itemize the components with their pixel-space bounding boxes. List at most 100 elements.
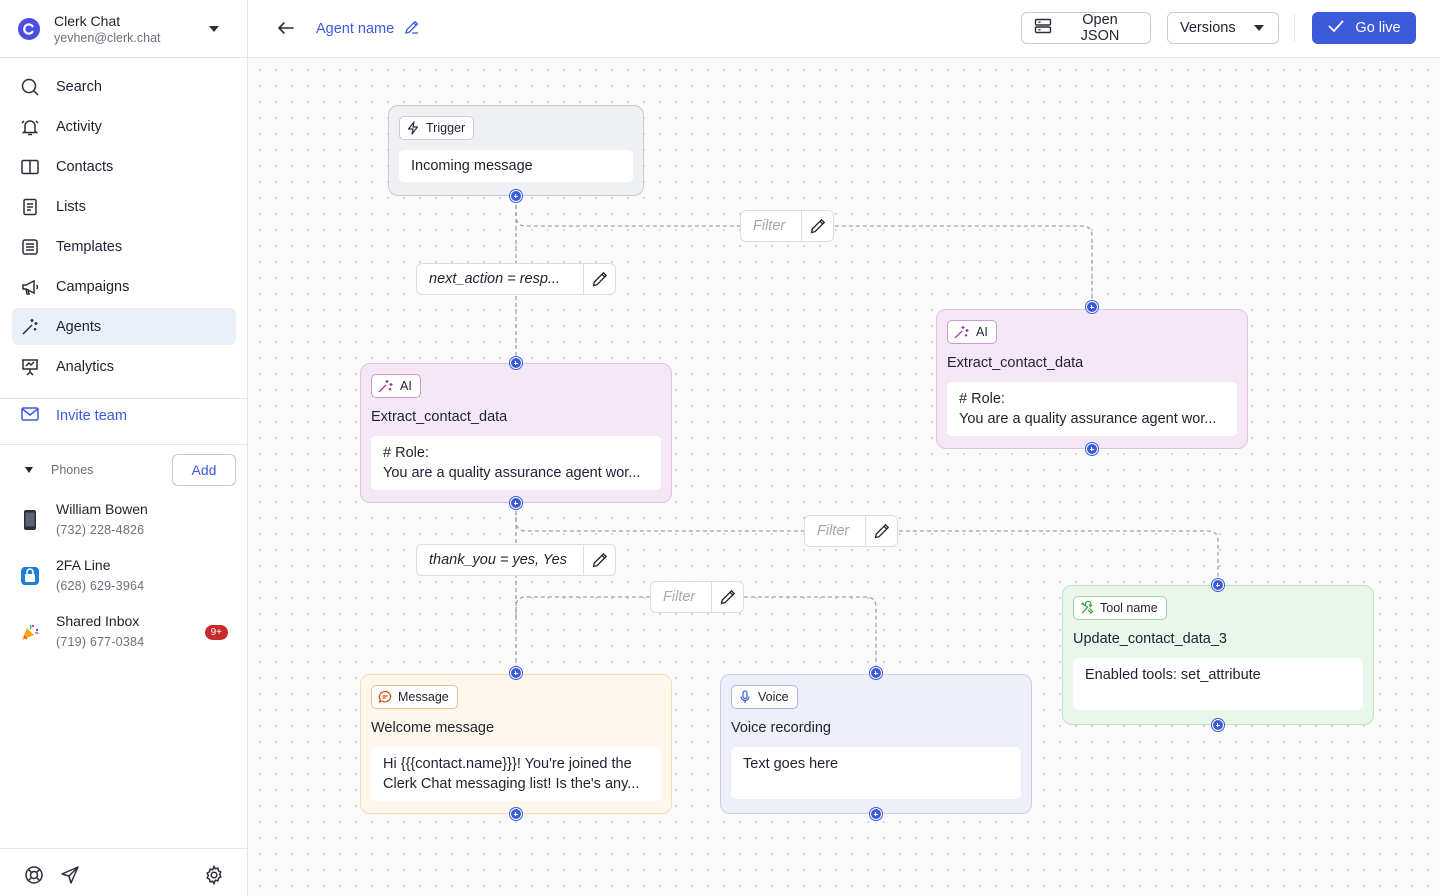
node-body-line: Hi {{{contact.name}}}! You're joined the: [383, 756, 632, 772]
node-body: Incoming message: [399, 150, 633, 182]
chevron-down-icon: [1254, 25, 1264, 31]
node-body: # Role: You are a quality assurance agen…: [947, 382, 1237, 436]
filter-chip-top[interactable]: Filter: [740, 210, 834, 242]
connection-handle[interactable]: [1086, 443, 1098, 455]
connection-handle[interactable]: [510, 190, 522, 202]
node-tag-label: Message: [398, 690, 449, 704]
filter-label: Filter: [663, 589, 696, 605]
node-body: # Role: You are a quality assurance agen…: [371, 436, 661, 490]
workspace-switcher[interactable]: Clerk Chat yevhen@clerk.chat: [0, 0, 247, 58]
nav-label: Activity: [56, 118, 102, 135]
pencil-icon[interactable]: [711, 582, 743, 612]
connection-handle[interactable]: [510, 808, 522, 820]
flow-canvas[interactable]: Trigger Incoming message AI Extract_cont…: [248, 58, 1440, 896]
add-phone-button[interactable]: Add: [172, 454, 236, 486]
invite-label: Invite team: [56, 408, 127, 424]
ai-node-right[interactable]: AI Extract_contact_data # Role: You are …: [936, 309, 1248, 449]
node-tag: Message: [371, 685, 458, 709]
versions-dropdown[interactable]: Versions: [1167, 12, 1279, 44]
connection-handle[interactable]: [1212, 579, 1224, 591]
node-tag: AI: [947, 320, 997, 344]
open-json-label: Open JSON: [1080, 12, 1120, 44]
back-arrow-icon[interactable]: [276, 18, 296, 43]
book-icon: [20, 157, 40, 177]
sparkles-icon: [954, 325, 970, 339]
ai-node-left[interactable]: AI Extract_contact_data # Role: You are …: [360, 363, 672, 503]
connection-handle[interactable]: [510, 357, 522, 369]
node-body: Enabled tools: set_attribute: [1073, 658, 1363, 710]
presentation-icon: [20, 357, 40, 377]
connection-handle[interactable]: [1212, 719, 1224, 731]
server-icon: [1034, 17, 1052, 39]
sidebar: Clerk Chat yevhen@clerk.chat Search Acti…: [0, 0, 248, 896]
main-nav: Search Activity Contacts Lists Templates…: [12, 68, 236, 388]
nav-item-campaigns[interactable]: Campaigns: [12, 268, 236, 305]
filter-chip-low[interactable]: Filter: [650, 581, 744, 613]
go-live-button[interactable]: Go live: [1312, 12, 1416, 44]
nav-item-templates[interactable]: Templates: [12, 228, 236, 265]
phone-item-shared-inbox[interactable]: Shared Inbox (719) 677-0384 9+: [20, 610, 236, 654]
pencil-icon[interactable]: [583, 264, 615, 294]
send-icon[interactable]: [60, 865, 80, 890]
help-lifebuoy-icon[interactable]: [24, 865, 44, 890]
node-tag-label: AI: [400, 379, 412, 393]
nav-item-activity[interactable]: Activity: [12, 108, 236, 145]
toolbar-separator: [1294, 14, 1295, 42]
node-title: Extract_contact_data: [947, 355, 1084, 371]
node-tag-label: Voice: [758, 690, 789, 704]
lock-app-icon: [20, 565, 40, 587]
pencil-icon[interactable]: [404, 19, 420, 39]
voice-node[interactable]: Voice Voice recording Text goes here: [720, 674, 1032, 814]
condition-chip-thank-you[interactable]: thank_you = yes, Yes: [416, 544, 616, 576]
node-title: Welcome message: [371, 720, 495, 736]
connection-handle[interactable]: [1086, 301, 1098, 313]
nav-label: Campaigns: [56, 278, 130, 295]
node-tag: AI: [371, 374, 421, 398]
trigger-node[interactable]: Trigger Incoming message: [388, 105, 644, 196]
node-tag-label: AI: [976, 325, 988, 339]
phone-name: William Bowen: [56, 501, 148, 517]
sidebar-footer: [0, 848, 247, 896]
phone-item-william-bowen[interactable]: William Bowen (732) 228-4826: [20, 498, 236, 542]
node-tag-label: Trigger: [426, 121, 466, 135]
divider: [0, 444, 247, 445]
phone-item-2fa-line[interactable]: 2FA Line (628) 629-3964: [20, 554, 236, 598]
condition-chip-next-action[interactable]: next_action = resp...: [416, 263, 616, 295]
phone-name: Shared Inbox: [56, 613, 140, 629]
message-node[interactable]: Message Welcome message Hi {{{contact.na…: [360, 674, 672, 814]
open-json-button[interactable]: Open JSON: [1021, 12, 1151, 44]
filter-chip-middle[interactable]: Filter: [804, 515, 898, 547]
nav-label: Analytics: [56, 358, 115, 375]
chevron-down-icon[interactable]: [209, 25, 219, 32]
gear-icon[interactable]: [204, 864, 224, 890]
agent-name-editable[interactable]: Agent name: [316, 19, 420, 39]
collapse-triangle-icon[interactable]: [25, 467, 33, 473]
connection-handle[interactable]: [870, 667, 882, 679]
workspace-email: yevhen@clerk.chat: [54, 30, 161, 45]
filter-label: Filter: [817, 523, 850, 539]
pencil-icon[interactable]: [865, 516, 897, 546]
node-body-line: # Role:: [959, 391, 1005, 407]
nav-item-agents[interactable]: Agents: [12, 308, 236, 345]
condition-label: thank_you = yes, Yes: [429, 552, 567, 568]
phone-number: (732) 228-4826: [56, 523, 145, 537]
invite-team-link[interactable]: Invite team: [20, 404, 127, 428]
edge-trigger-ai-right: [515, 198, 1093, 306]
connection-handle[interactable]: [510, 667, 522, 679]
nav-item-contacts[interactable]: Contacts: [12, 148, 236, 185]
nav-item-lists[interactable]: Lists: [12, 188, 236, 225]
node-tag-label: Tool name: [1100, 601, 1158, 615]
agent-name-label: Agent name: [316, 21, 395, 37]
pencil-icon[interactable]: [801, 211, 833, 241]
pencil-icon[interactable]: [583, 545, 615, 575]
mail-icon: [20, 404, 40, 428]
nav-item-search[interactable]: Search: [12, 68, 236, 105]
node-title: Extract_contact_data: [371, 409, 508, 425]
nav-item-analytics[interactable]: Analytics: [12, 348, 236, 385]
phones-label: Phones: [51, 463, 94, 477]
node-body-line: # Role:: [383, 445, 429, 461]
clerk-chat-logo: [18, 17, 40, 40]
connection-handle[interactable]: [870, 808, 882, 820]
tool-node[interactable]: Tool name Update_contact_data_3 Enabled …: [1062, 585, 1374, 725]
connection-handle[interactable]: [510, 497, 522, 509]
